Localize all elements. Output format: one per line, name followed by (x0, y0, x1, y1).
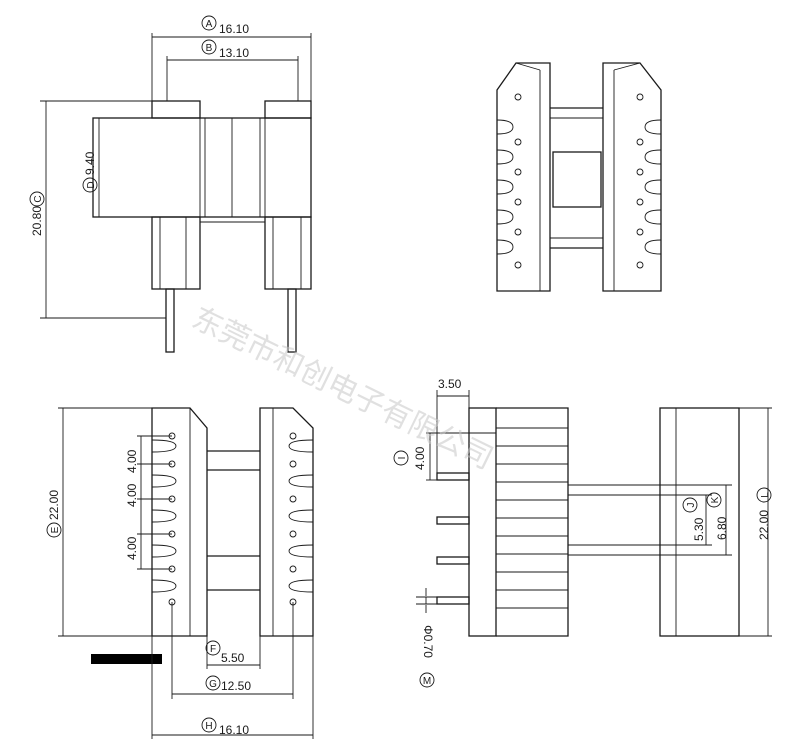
pitch-label-2: 4.00 (125, 483, 139, 507)
dim-a-marker (201, 15, 217, 31)
dim-m-marker (419, 672, 435, 688)
dim-h-value: 16.10 (219, 723, 249, 737)
dim-h-marker (201, 717, 217, 733)
side-view: 3.50 4.00 I 5.30 J 6.80 K (393, 377, 772, 688)
top-width-label: 3.50 (438, 377, 462, 391)
pitch-label-1: 4.00 (125, 449, 139, 473)
dim-m-value: Φ0.70 (421, 625, 435, 658)
dim-k-value: 6.80 (715, 516, 729, 540)
dim-l-value: 22.00 (757, 510, 771, 540)
dim-g-marker (205, 675, 221, 691)
front-view: A 16.10 B 13.10 C 20.80 D 9.40 (29, 15, 312, 353)
dim-d-letter: D (86, 181, 97, 188)
dim-j-letter: J (686, 503, 697, 508)
dim-g-value: 12.50 (221, 679, 251, 693)
scale-bar (91, 654, 162, 664)
bottom-view: E 22.00 4.00 4.00 4.00 F 5.50 G 12.50 (46, 407, 314, 739)
dim-e-letter: E (50, 526, 61, 533)
dim-e-value: 22.00 (47, 490, 61, 520)
dim-k-letter: K (710, 496, 721, 503)
dim-b-letter: B (206, 43, 213, 54)
dim-h-letter: H (205, 721, 212, 732)
dim-c-value: 20.80 (30, 206, 44, 236)
dim-k-marker (706, 492, 722, 508)
dim-b-marker (201, 39, 217, 55)
dim-f-marker (205, 640, 221, 656)
dim-b-value: 13.10 (219, 46, 249, 60)
dim-f-value: 5.50 (221, 651, 245, 665)
dim-f-letter: F (210, 644, 216, 655)
dim-d-value: 9.40 (83, 151, 97, 175)
dim-g-letter: G (209, 679, 217, 690)
dim-m-letter: M (423, 676, 431, 687)
dim-j-marker (682, 497, 698, 513)
dim-i-value: 4.00 (413, 446, 427, 470)
dim-c-marker (29, 191, 45, 207)
top-view (496, 62, 662, 292)
dim-l-marker (756, 487, 772, 503)
dim-a-letter: A (206, 19, 213, 30)
dim-i-letter: I (397, 457, 408, 460)
dim-l-letter: L (760, 492, 771, 498)
dim-c-letter: C (33, 195, 44, 202)
dim-e-marker (46, 522, 62, 538)
pitch-label-3: 4.00 (125, 536, 139, 560)
dim-a-value: 16.10 (219, 22, 249, 36)
dim-d-marker (82, 177, 98, 193)
dim-i-marker (393, 450, 409, 466)
dim-j-value: 5.30 (692, 517, 706, 541)
